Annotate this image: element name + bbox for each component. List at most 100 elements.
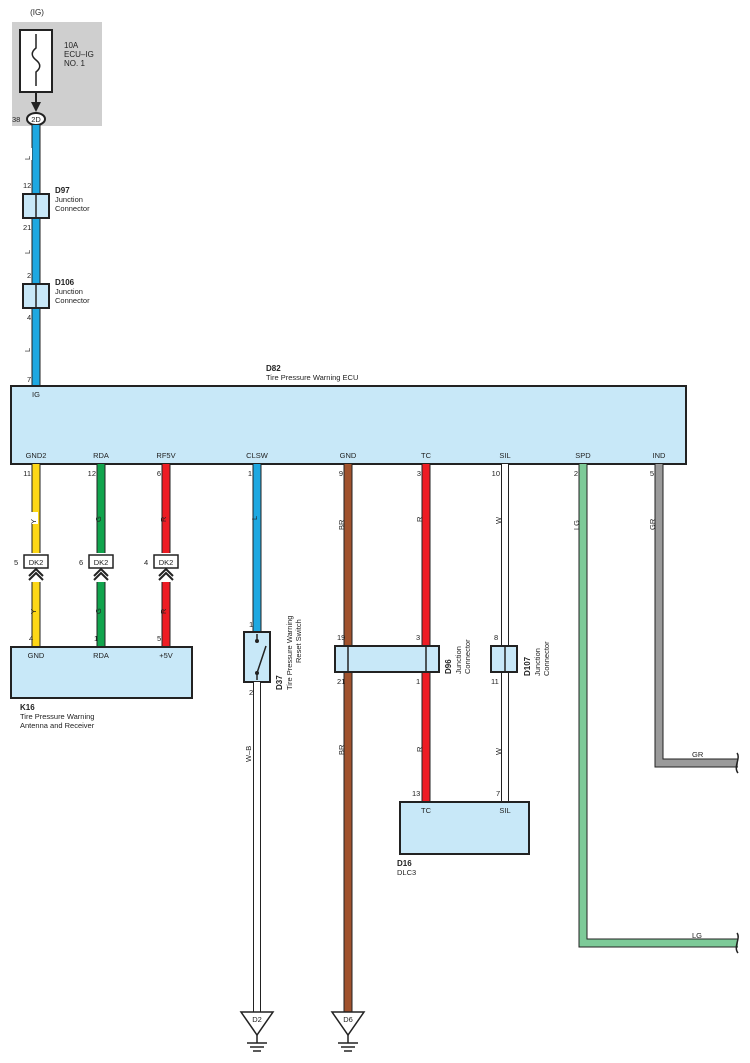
ecu-terminal-pin: 6	[157, 469, 161, 478]
dk2-connector-3: DK2 4	[144, 554, 179, 581]
chevron-up-icon	[158, 567, 174, 581]
wire-code-lg-end: LG	[692, 931, 702, 940]
svg-text:21: 21	[337, 677, 345, 686]
svg-text:DK2: DK2	[29, 558, 44, 567]
wire-code-g1: G	[94, 516, 103, 522]
svg-text:TC: TC	[421, 806, 432, 815]
svg-text:11: 11	[491, 677, 499, 686]
wire-code-y2: Y	[29, 609, 38, 614]
d37-code: D37	[275, 675, 284, 690]
wire-code-sil1: W	[494, 516, 503, 524]
ecu-terminal-label: RDA	[93, 451, 109, 460]
ground-triangle-icon	[330, 1011, 366, 1037]
ecu-terminal-label: SPD	[575, 451, 591, 460]
power-label: (IG)	[30, 8, 44, 17]
ecu-terminal-pin: 2	[574, 469, 578, 478]
wire-lg-spd	[578, 464, 738, 948]
arrow-down-icon	[31, 102, 41, 112]
d97-name2: Connector	[55, 204, 90, 213]
wire-code-clsw: L	[250, 516, 259, 520]
ecu-terminal-pin: 1	[248, 469, 252, 478]
svg-text:1: 1	[94, 634, 98, 643]
ecu-terminal-pin: 3	[417, 469, 421, 478]
svg-text:DK2: DK2	[159, 558, 174, 567]
svg-text:SIL: SIL	[499, 806, 510, 815]
wire-code-br2: BR	[337, 744, 346, 755]
d107-code: D107	[523, 656, 532, 676]
ecu-name: Tire Pressure Warning ECU	[266, 373, 358, 382]
svg-text:D2: D2	[252, 1015, 262, 1024]
d16-dlc3: 13 7 TC SIL D16 DLC3	[397, 789, 530, 877]
power-source: (IG) 10A ECU–IG NO. 1 2D 38	[12, 8, 102, 126]
wire-code-r1: R	[159, 516, 168, 522]
d16-name: DLC3	[397, 868, 416, 877]
svg-text:8: 8	[494, 633, 498, 642]
svg-text:2: 2	[249, 688, 253, 697]
svg-text:D6: D6	[343, 1015, 353, 1024]
d106-name1: Junction	[55, 287, 83, 296]
d107-name2: Connector	[542, 641, 551, 676]
k16-antenna-receiver: 4 1 5 GND RDA +5V K16 Tire Pressure Warn…	[10, 634, 193, 730]
ecu-ig-label: IG	[32, 390, 40, 399]
svg-text:6: 6	[79, 558, 83, 567]
d97-name1: Junction	[55, 195, 83, 204]
dk2-connector-2: DK2 6	[79, 554, 114, 581]
svg-text:4: 4	[29, 634, 33, 643]
d37-name2: Reset Switch	[294, 619, 303, 663]
ecu-terminal-pin: 10	[492, 469, 500, 478]
d96-code: D96	[444, 659, 453, 674]
ecu-terminal-label: IND	[653, 451, 667, 460]
wire-code-sil2: W	[494, 747, 503, 755]
fuse-number: NO. 1	[64, 59, 85, 68]
wire-code-gr: GR	[648, 518, 657, 530]
wire-code-tc1: R	[415, 516, 424, 522]
wire-code-gr-end: GR	[692, 750, 704, 759]
break-icon	[735, 932, 739, 954]
wire-code-l2: L	[23, 250, 32, 254]
svg-text:19: 19	[337, 633, 345, 642]
ecu-code: D82	[266, 364, 281, 373]
fuse-rating: 10A	[64, 41, 79, 50]
connector-2d-label: 2D	[31, 115, 41, 124]
ecu-terminal-label: TC	[421, 451, 432, 460]
svg-text:5: 5	[14, 558, 18, 567]
d106-name2: Connector	[55, 296, 90, 305]
k16-code: K16	[20, 703, 35, 712]
svg-text:5: 5	[157, 634, 161, 643]
connector-2d-pin: 38	[12, 115, 20, 124]
d96-junction-connector: 19 21 3 1 D96 Junction Connector	[334, 633, 472, 686]
dk2-connectors: DK2 5 DK2 6 DK2 4	[14, 554, 179, 581]
fuse-name: ECU–IG	[64, 50, 94, 59]
wire-code-br1: BR	[337, 519, 346, 530]
dk2-connector-1: DK2 5	[14, 554, 49, 581]
svg-text:3: 3	[416, 633, 420, 642]
svg-text:RDA: RDA	[93, 651, 109, 660]
ecu-terminals: GND211RDA12RF5V6CLSW1GND9TC3SIL10SPD2IND…	[23, 451, 666, 478]
wire-code-r2: R	[159, 608, 168, 614]
ecu-terminal-pin: 12	[88, 469, 96, 478]
ecu-terminal-label: GND	[340, 451, 357, 460]
wire-code-l1: L	[23, 156, 32, 160]
d16-code: D16	[397, 859, 412, 868]
wire-code-y1: Y	[29, 519, 38, 524]
svg-text:1: 1	[416, 677, 420, 686]
ecu-terminal-label: RF5V	[156, 451, 175, 460]
d97-junction-connector: 12 21 D97 Junction Connector	[22, 181, 90, 232]
d106-pin-top: 2	[27, 271, 31, 280]
svg-text:7: 7	[496, 789, 500, 798]
wire-code-tc2: R	[415, 746, 424, 752]
ground-d6: D6	[330, 1011, 366, 1052]
d96-name2: Connector	[463, 639, 472, 674]
ecu-terminal-label: SIL	[499, 451, 510, 460]
ecu-d82: D82 Tire Pressure Warning ECU 7 IG GND21…	[10, 364, 687, 478]
k16-name2: Antenna and Receiver	[20, 721, 95, 730]
chevron-up-icon	[93, 567, 109, 581]
ecu-terminal-pin: 11	[23, 469, 31, 478]
svg-text:13: 13	[412, 789, 420, 798]
wire-code-g2: G	[94, 608, 103, 614]
svg-text:GND: GND	[28, 651, 45, 660]
d97-code: D97	[55, 186, 70, 195]
d37-name1: Tire Pressure Warning	[285, 616, 294, 690]
